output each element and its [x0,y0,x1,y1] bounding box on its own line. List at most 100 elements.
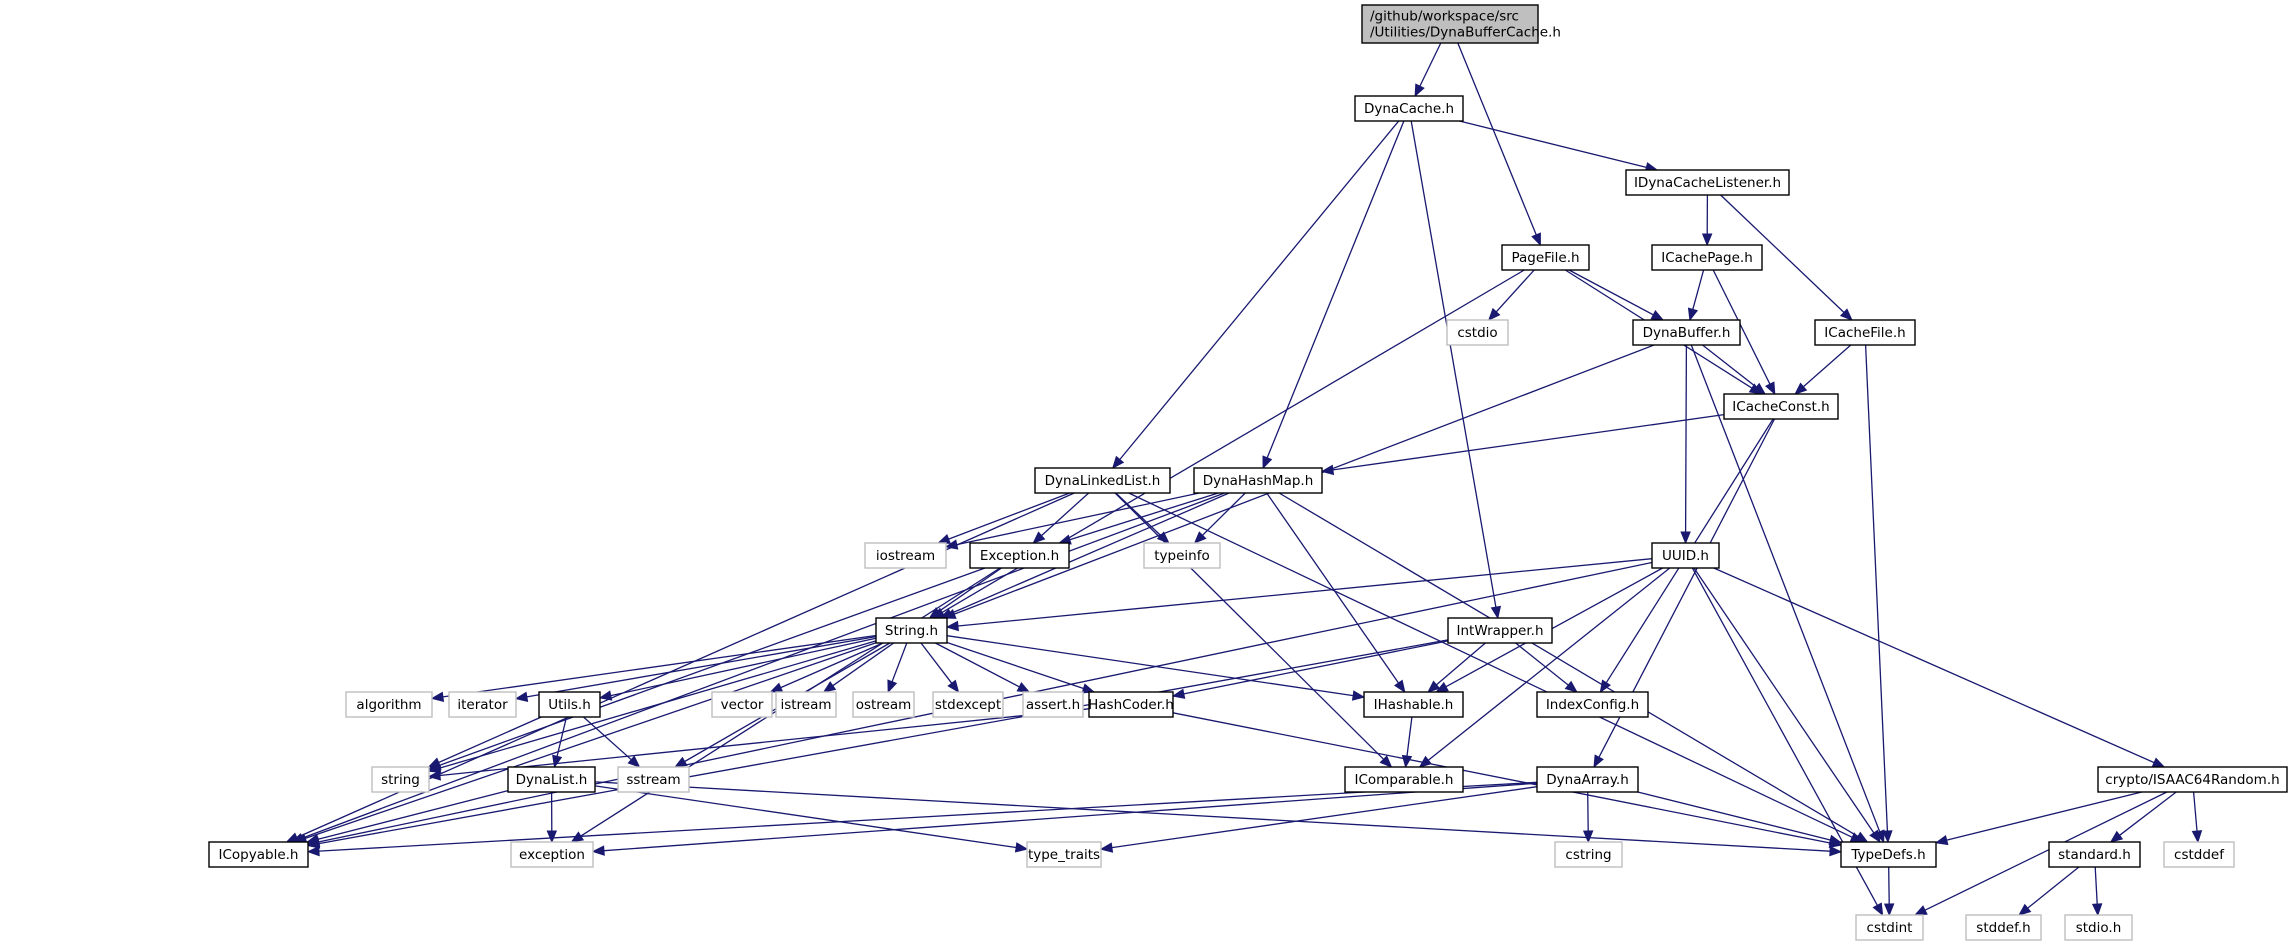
node-box [1354,95,1464,122]
edge-line [301,492,1225,839]
edge-PageFile-to-DynaBuffer [1568,269,1665,321]
node-uuid[interactable]: UUID.h [1651,542,1720,569]
node-label: typeinfo [1154,548,1209,564]
node-root[interactable]: /github/workspace/src/Utilities/DynaBuff… [1361,4,1561,44]
node-typeinfo: typeinfo [1143,542,1221,569]
node-box [1651,244,1763,271]
arrowhead-icon [673,756,688,768]
node-exception[interactable]: Exception.h [969,542,1070,569]
edge-line [603,782,1538,852]
node-label: TypeDefs.h [1850,847,1925,863]
arrowhead-icon [1872,902,1884,917]
edge-UUID-to-String [945,558,1653,632]
edge-DynaArray-to-ICopyable [306,781,1538,857]
edge-line [1436,642,1486,686]
edges-layer [285,42,2203,917]
edge-line [1332,413,1725,471]
node-isaac64random[interactable]: crypto/ISAAC64Random.h [2097,766,2288,793]
node-utils[interactable]: Utils.h [538,691,601,718]
node-dynabuffer[interactable]: DynaBuffer.h [1632,319,1741,346]
node-dynaarray[interactable]: DynaArray.h [1536,766,1639,793]
node-box [507,766,596,793]
node-sstream: sstream [617,766,690,793]
edge-DynaCache-to-DynaHashMap [1262,120,1405,470]
edge-line [610,637,877,697]
node-icacheconst[interactable]: ICacheConst.h [1723,393,1839,420]
node-stddef-h: stddef.h [1965,914,2042,941]
edge-DynaArray-to-cstring [1582,791,1594,844]
arrowhead-icon [1828,834,1843,846]
arrowhead-icon [1014,842,1029,853]
edge-standard-to-stddef_h [2018,866,2080,916]
edge-DynaLinkedList-to-TypeDefs [1128,492,1864,843]
node-box [875,617,948,644]
node-box [208,841,309,868]
node-iterator: iterator [448,691,517,718]
arrowhead-icon [1487,307,1501,321]
arrowhead-icon [1032,531,1046,544]
edge-Utils-to-string [427,716,542,768]
node-ihashable[interactable]: IHashable.h [1363,691,1464,718]
node-hashcoder[interactable]: HashCoder.h [1088,691,1174,718]
node-vector: vector [711,691,773,718]
node-indexconfig[interactable]: IndexConfig.h [1536,691,1649,718]
arrowhead-icon [1427,680,1441,693]
edge-String-to-iterator [514,635,877,702]
edge-line [946,635,1354,697]
edge-line [1864,344,1889,832]
node-label: exception [519,847,585,863]
node-icomparable[interactable]: IComparable.h [1344,766,1464,793]
node-intwrapper[interactable]: IntWrapper.h [1447,617,1553,644]
node-label: iterator [457,697,508,713]
edge-ICachePage-to-DynaBuffer [1687,269,1705,322]
edge-String-to-Utils [598,637,877,701]
node-label: IComparable.h [1355,772,1454,788]
node-dynalinkedlist[interactable]: DynaLinkedList.h [1034,467,1171,494]
edge-line [1457,42,1537,236]
node-dynacache[interactable]: DynaCache.h [1354,95,1464,122]
node-box [538,691,601,718]
arrowhead-icon [1752,382,1767,395]
edge-line [1720,194,1845,313]
node-dynahashmap[interactable]: DynaHashMap.h [1193,467,1323,494]
node-pagefile[interactable]: PageFile.h [1501,244,1590,271]
node-label: cstdint [1867,920,1913,936]
node-box [1632,319,1741,346]
node-cstring: cstring [1554,841,1623,868]
edge-line [780,642,884,689]
arrowhead-icon [947,679,960,694]
node-label: Exception.h [980,548,1059,564]
edge-DynaHashMap-to-TypeDefs [1278,492,1869,843]
node-icopyable[interactable]: ICopyable.h [208,841,309,868]
node-box [1814,319,1916,346]
node-icachepage[interactable]: ICachePage.h [1651,244,1763,271]
edge-line [1202,492,1246,536]
edge-Exception-to-string [427,567,986,771]
edge-IDynaCacheListener-to-ICachePage [1701,194,1713,247]
edge-line [1693,567,1875,834]
node-label: ICacheFile.h [1824,325,1905,341]
node-dynalist[interactable]: DynaList.h [507,766,596,793]
node-typedefs[interactable]: TypeDefs.h [1840,841,1937,868]
node-standard[interactable]: standard.h [2048,841,2141,868]
node-box [2048,841,2141,868]
edge-ICacheFile-to-ICacheConst [1794,344,1852,395]
node-label: assert.h [1026,697,1080,713]
edge-DynaLinkedList-to-IComparable [1114,492,1393,768]
node-string[interactable]: String.h [875,617,948,644]
node-idynacachelistener[interactable]: IDynaCacheListener.h [1625,169,1790,196]
node-box [1855,914,1924,941]
node-icachefile[interactable]: ICacheFile.h [1814,319,1916,346]
edge-line [1410,120,1497,608]
node-box [1446,319,1509,346]
edge-line [1888,866,1890,905]
node-label: DynaArray.h [1546,772,1629,788]
node-box [1022,691,1084,718]
edge-line [1041,492,1090,537]
node-string: string [371,766,430,793]
node-box [1554,841,1623,868]
edge-DynaCache-to-IntWrapper [1410,120,1502,620]
node-box [2064,914,2133,941]
edge-line [957,558,1653,627]
